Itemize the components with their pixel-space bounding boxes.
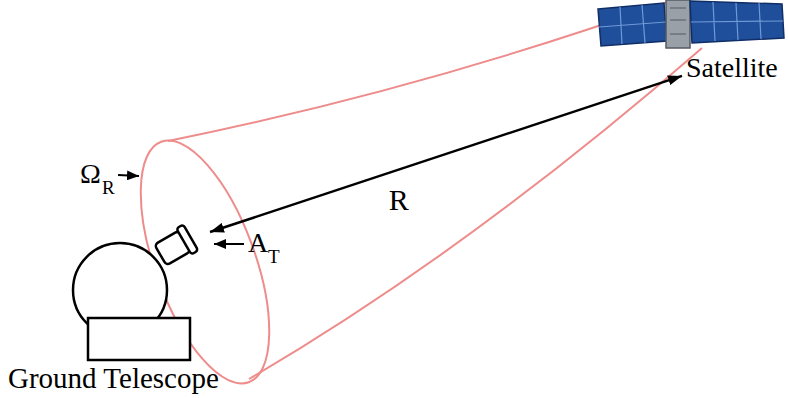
telescope-building: [88, 318, 190, 360]
satellite-node: Satellite: [682, 2, 784, 84]
subscript-label: T: [268, 247, 280, 266]
pointer-arrow: [118, 175, 139, 176]
satellite-body-detail: [670, 8, 686, 34]
solar-panel: [598, 3, 667, 46]
beam-cone: [114, 2, 702, 398]
telescope-symbol: [73, 225, 198, 360]
pointer-arrow: [214, 243, 244, 245]
cone-lower-edge: [249, 48, 702, 379]
node-title: Satellite: [686, 54, 778, 82]
range-arrow: [210, 76, 682, 232]
symbol-label: A: [248, 229, 268, 257]
subscript-label: R: [102, 178, 115, 197]
satellite-symbol: [598, 0, 784, 48]
solar-panel-grid: [599, 5, 666, 44]
symbol-label: Ω: [80, 160, 101, 188]
node-title: Ground Telescope: [8, 364, 219, 393]
telescope-lens: [176, 225, 198, 255]
satellite-body: [666, 0, 690, 48]
cone-upper-edge: [168, 2, 668, 141]
distance-label: R: [389, 185, 409, 215]
solar-panel: [690, 1, 784, 43]
solar-panel-grid: [691, 2, 783, 41]
telescope-tube: [153, 225, 198, 268]
telescope-node: Ground Telescope: [60, 215, 210, 363]
